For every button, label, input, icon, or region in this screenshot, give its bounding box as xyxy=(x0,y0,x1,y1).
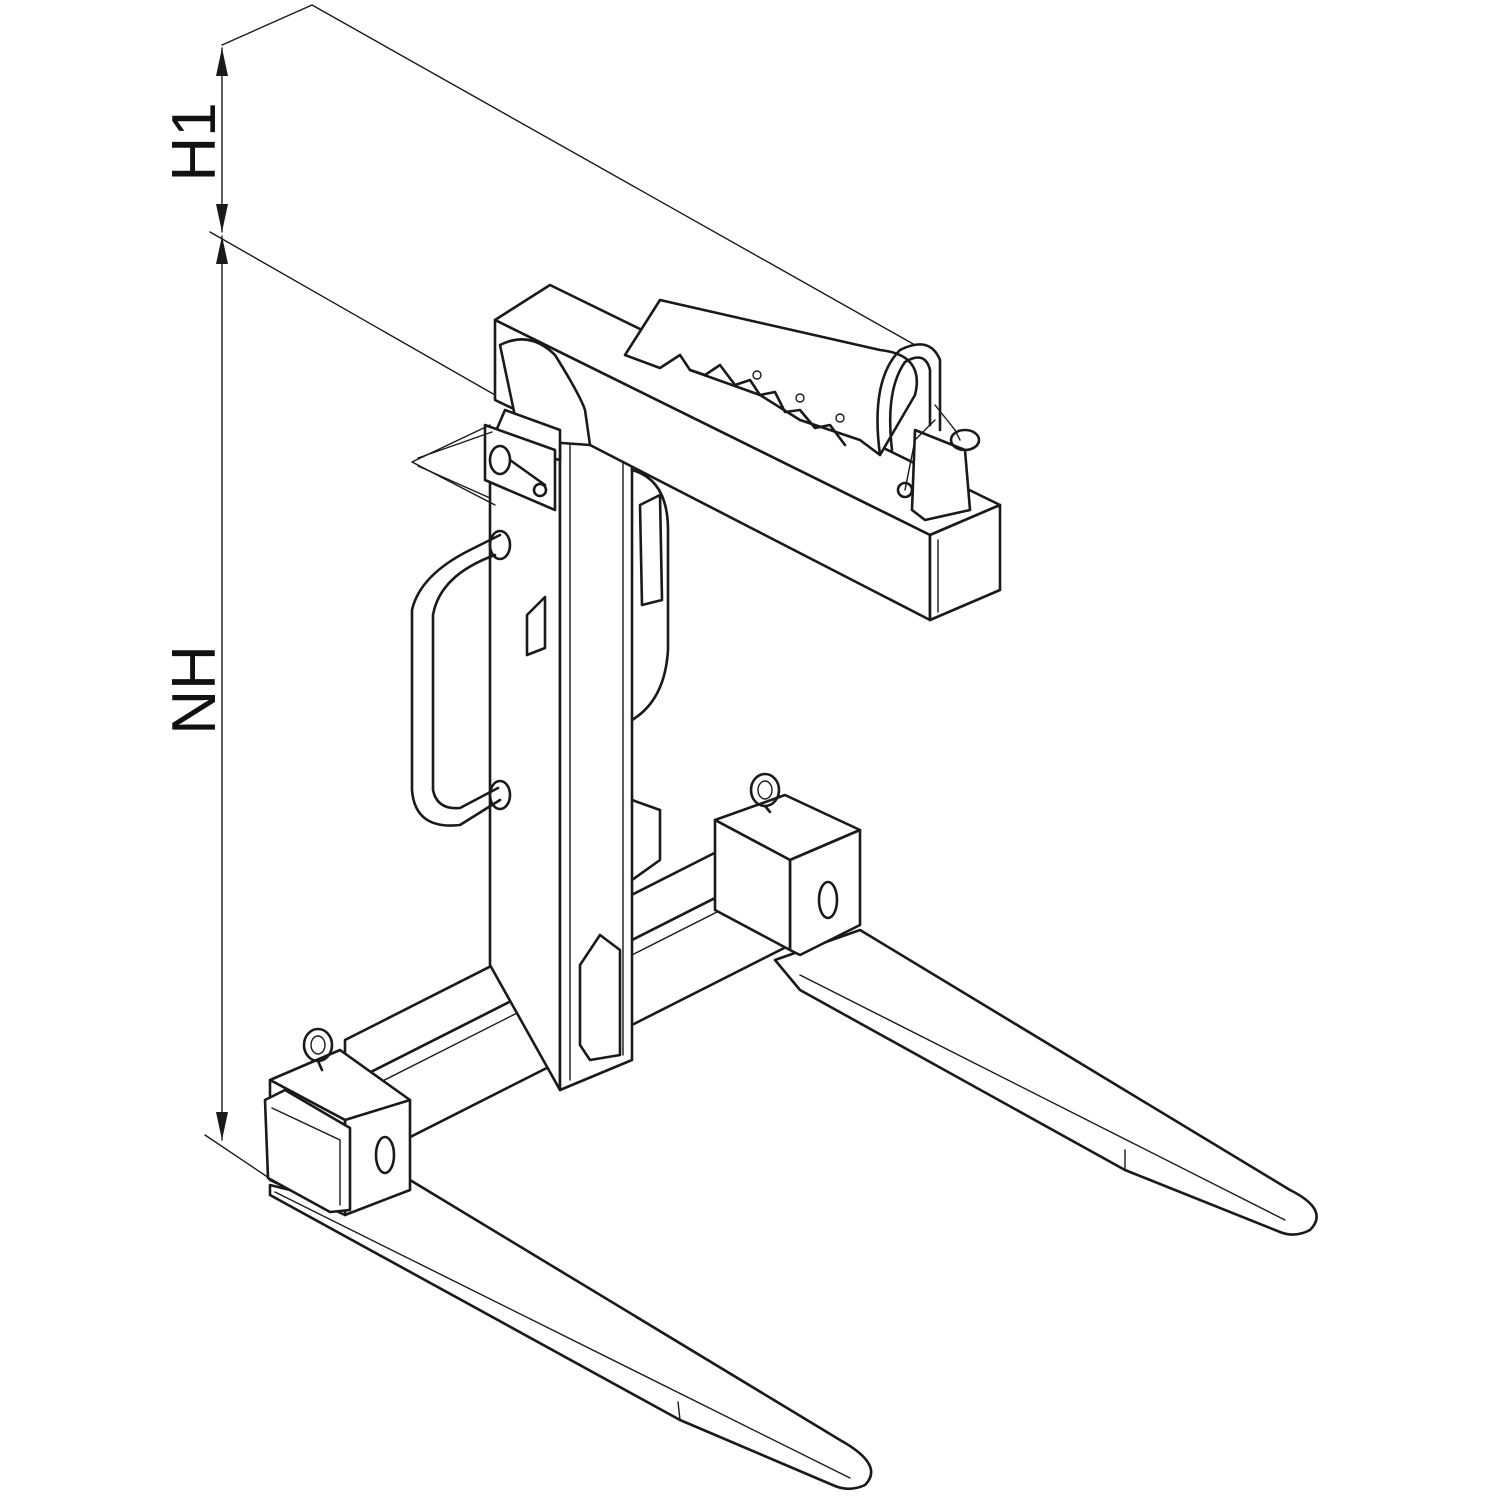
eye-bolt-back-icon xyxy=(749,772,781,814)
fork-tine-back xyxy=(773,928,1318,1236)
extension-line-top xyxy=(221,4,313,46)
h1-arrow-top xyxy=(216,48,228,76)
nh-arrow-top xyxy=(216,236,228,264)
extension-line-bottom xyxy=(204,1134,273,1181)
pin-hole-back-icon xyxy=(817,880,839,920)
rear-pin-clip-icon xyxy=(949,428,981,452)
side-handle xyxy=(410,529,512,827)
front-end-cap xyxy=(263,1088,352,1214)
fork-sleeve-back xyxy=(713,772,862,957)
top-beam xyxy=(488,283,1002,622)
locking-pin-rear xyxy=(896,404,981,522)
eye-bolt-front-icon xyxy=(302,1027,334,1072)
dimension-lines: H1 NH xyxy=(160,4,916,1181)
column-hook-slot-back xyxy=(638,493,664,607)
top-carry-handle xyxy=(623,298,942,457)
safety-chain-front xyxy=(411,424,496,506)
h1-arrow-bottom xyxy=(216,204,228,232)
locking-pin-front xyxy=(483,423,557,512)
extension-line-middle xyxy=(209,231,496,396)
nh-label: NH xyxy=(160,645,229,735)
pin-hole-front-icon xyxy=(374,1135,396,1175)
extension-line-top-to-beam xyxy=(311,4,916,346)
column-hook-slot xyxy=(525,595,547,657)
nh-arrow-bottom xyxy=(216,1112,228,1140)
column-gusset-plate xyxy=(578,933,622,1062)
back-strut xyxy=(630,468,670,722)
fork-tine-front xyxy=(268,1178,873,1491)
fork-sleeve-front xyxy=(263,1027,412,1217)
h1-label: H1 xyxy=(160,102,229,181)
